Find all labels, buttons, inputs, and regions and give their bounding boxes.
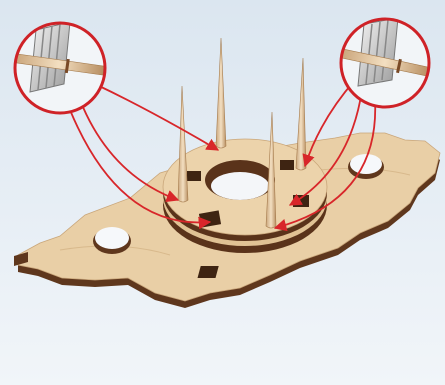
disc-slot-2	[187, 171, 201, 181]
disc-slot-4	[280, 160, 294, 170]
callout-right	[340, 18, 430, 107]
callout-left	[14, 22, 105, 113]
base-slot-front	[198, 266, 219, 278]
